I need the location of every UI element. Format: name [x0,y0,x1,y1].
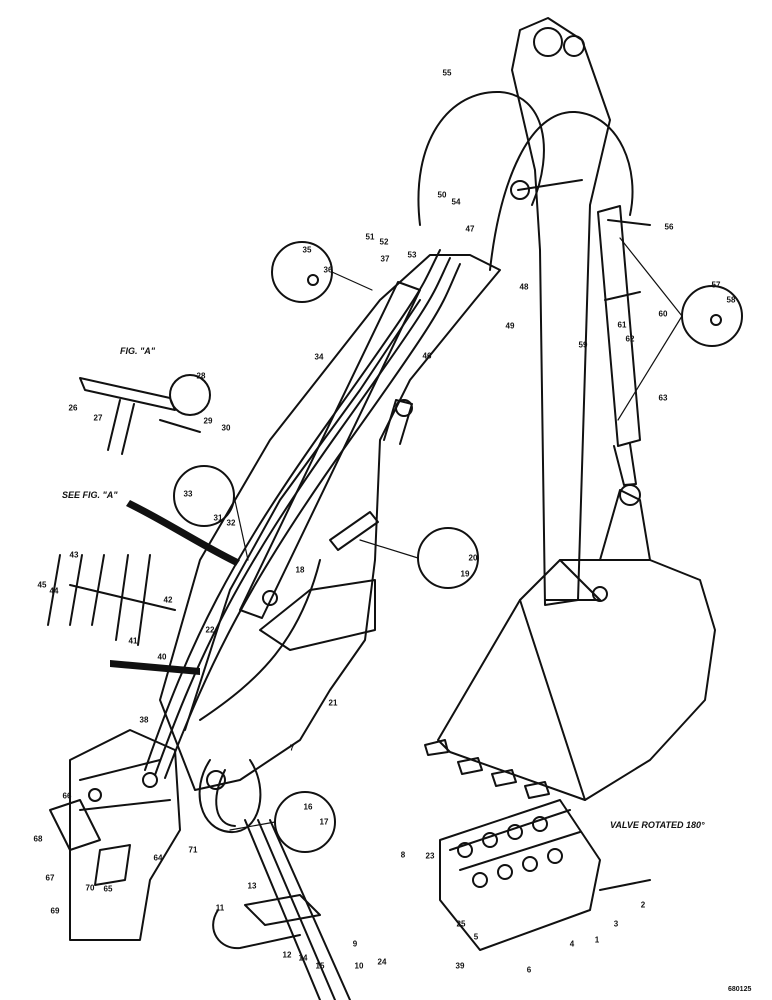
callout-37: 37 [380,254,390,264]
callout-31: 31 [213,513,223,523]
callout-24: 24 [377,957,387,967]
hose-coupling [212,894,321,950]
callout-58: 58 [726,295,736,305]
callout-18: 18 [295,565,305,575]
leader-lines [229,237,683,831]
callout-7: 7 [289,743,295,753]
callout-12: 12 [282,950,292,960]
callout-27: 27 [93,413,103,423]
callout-48: 48 [519,282,529,292]
control-valve [439,799,651,951]
callout-52: 52 [379,237,389,247]
callout-69: 69 [50,906,60,916]
callout-51: 51 [365,232,375,242]
callout-53: 53 [407,250,417,260]
callout-20: 20 [468,553,478,563]
callout-44: 44 [49,586,59,596]
callout-38: 38 [139,715,149,725]
see-fig-a-caption: SEE FIG. "A" [62,490,118,500]
callout-41: 41 [128,636,138,646]
callout-45: 45 [37,580,47,590]
callout-57: 57 [711,280,721,290]
swing-frame [49,729,181,941]
callout-16: 16 [303,802,313,812]
valve-rotated-note: VALVE ROTATED 180° [610,820,705,830]
callout-17: 17 [319,817,329,827]
callout-47: 47 [465,224,475,234]
hose-bundle [144,249,461,779]
callout-9: 9 [352,939,358,949]
pointer-arrows [110,500,240,675]
boom [159,254,501,791]
callout-40: 40 [157,652,167,662]
callout-10: 10 [354,961,364,971]
callout-13: 13 [247,881,257,891]
bucket-cylinder [597,205,641,486]
callout-56: 56 [664,222,674,232]
callout-23: 23 [425,851,435,861]
callout-15: 15 [315,961,325,971]
callout-26: 26 [68,403,78,413]
callout-21: 21 [328,698,338,708]
lower-hoses [198,759,351,1000]
callout-49: 49 [505,321,515,331]
callout-33: 33 [183,489,193,499]
callout-62: 62 [625,334,635,344]
callout-46: 46 [422,351,432,361]
callout-39: 39 [455,961,465,971]
callout-22: 22 [205,625,215,635]
bucket [424,484,716,801]
dipper-stick [510,17,611,606]
callout-14: 14 [298,953,308,963]
callout-6: 6 [526,965,532,975]
callout-59: 59 [578,340,588,350]
callout-35: 35 [302,245,312,255]
detail-circles [169,241,743,853]
callout-66: 66 [62,791,72,801]
callout-2: 2 [640,900,646,910]
callout-4: 4 [569,939,575,949]
callout-11: 11 [215,903,225,913]
fig-a-caption: FIG. "A" [120,346,156,356]
callout-60: 60 [658,309,668,319]
callout-65: 65 [103,884,113,894]
boom-cylinder [239,281,421,619]
callout-36: 36 [323,265,333,275]
callout-5: 5 [473,932,479,942]
callout-63: 63 [658,393,668,403]
fig-a-fittings [79,377,201,455]
callout-8: 8 [400,850,406,860]
hose-loops [417,90,651,271]
callout-50: 50 [437,190,447,200]
callout-55: 55 [442,68,452,78]
callout-29: 29 [203,416,213,426]
callout-19: 19 [460,569,470,579]
callout-1: 1 [594,935,600,945]
callout-70: 70 [85,883,95,893]
callout-30: 30 [221,423,231,433]
callout-68: 68 [33,834,43,844]
callout-71: 71 [188,845,198,855]
callout-64: 64 [153,853,163,863]
callout-54: 54 [451,197,461,207]
hose-assembly-left [47,554,176,646]
callout-32: 32 [226,518,236,528]
callout-67: 67 [45,873,55,883]
drawing-number: 680125 [728,986,752,993]
callout-34: 34 [314,352,324,362]
callout-28: 28 [196,371,206,381]
callout-43: 43 [69,550,79,560]
callout-42: 42 [163,595,173,605]
callout-3: 3 [613,919,619,929]
callout-61: 61 [617,320,627,330]
callout-25: 25 [456,919,466,929]
